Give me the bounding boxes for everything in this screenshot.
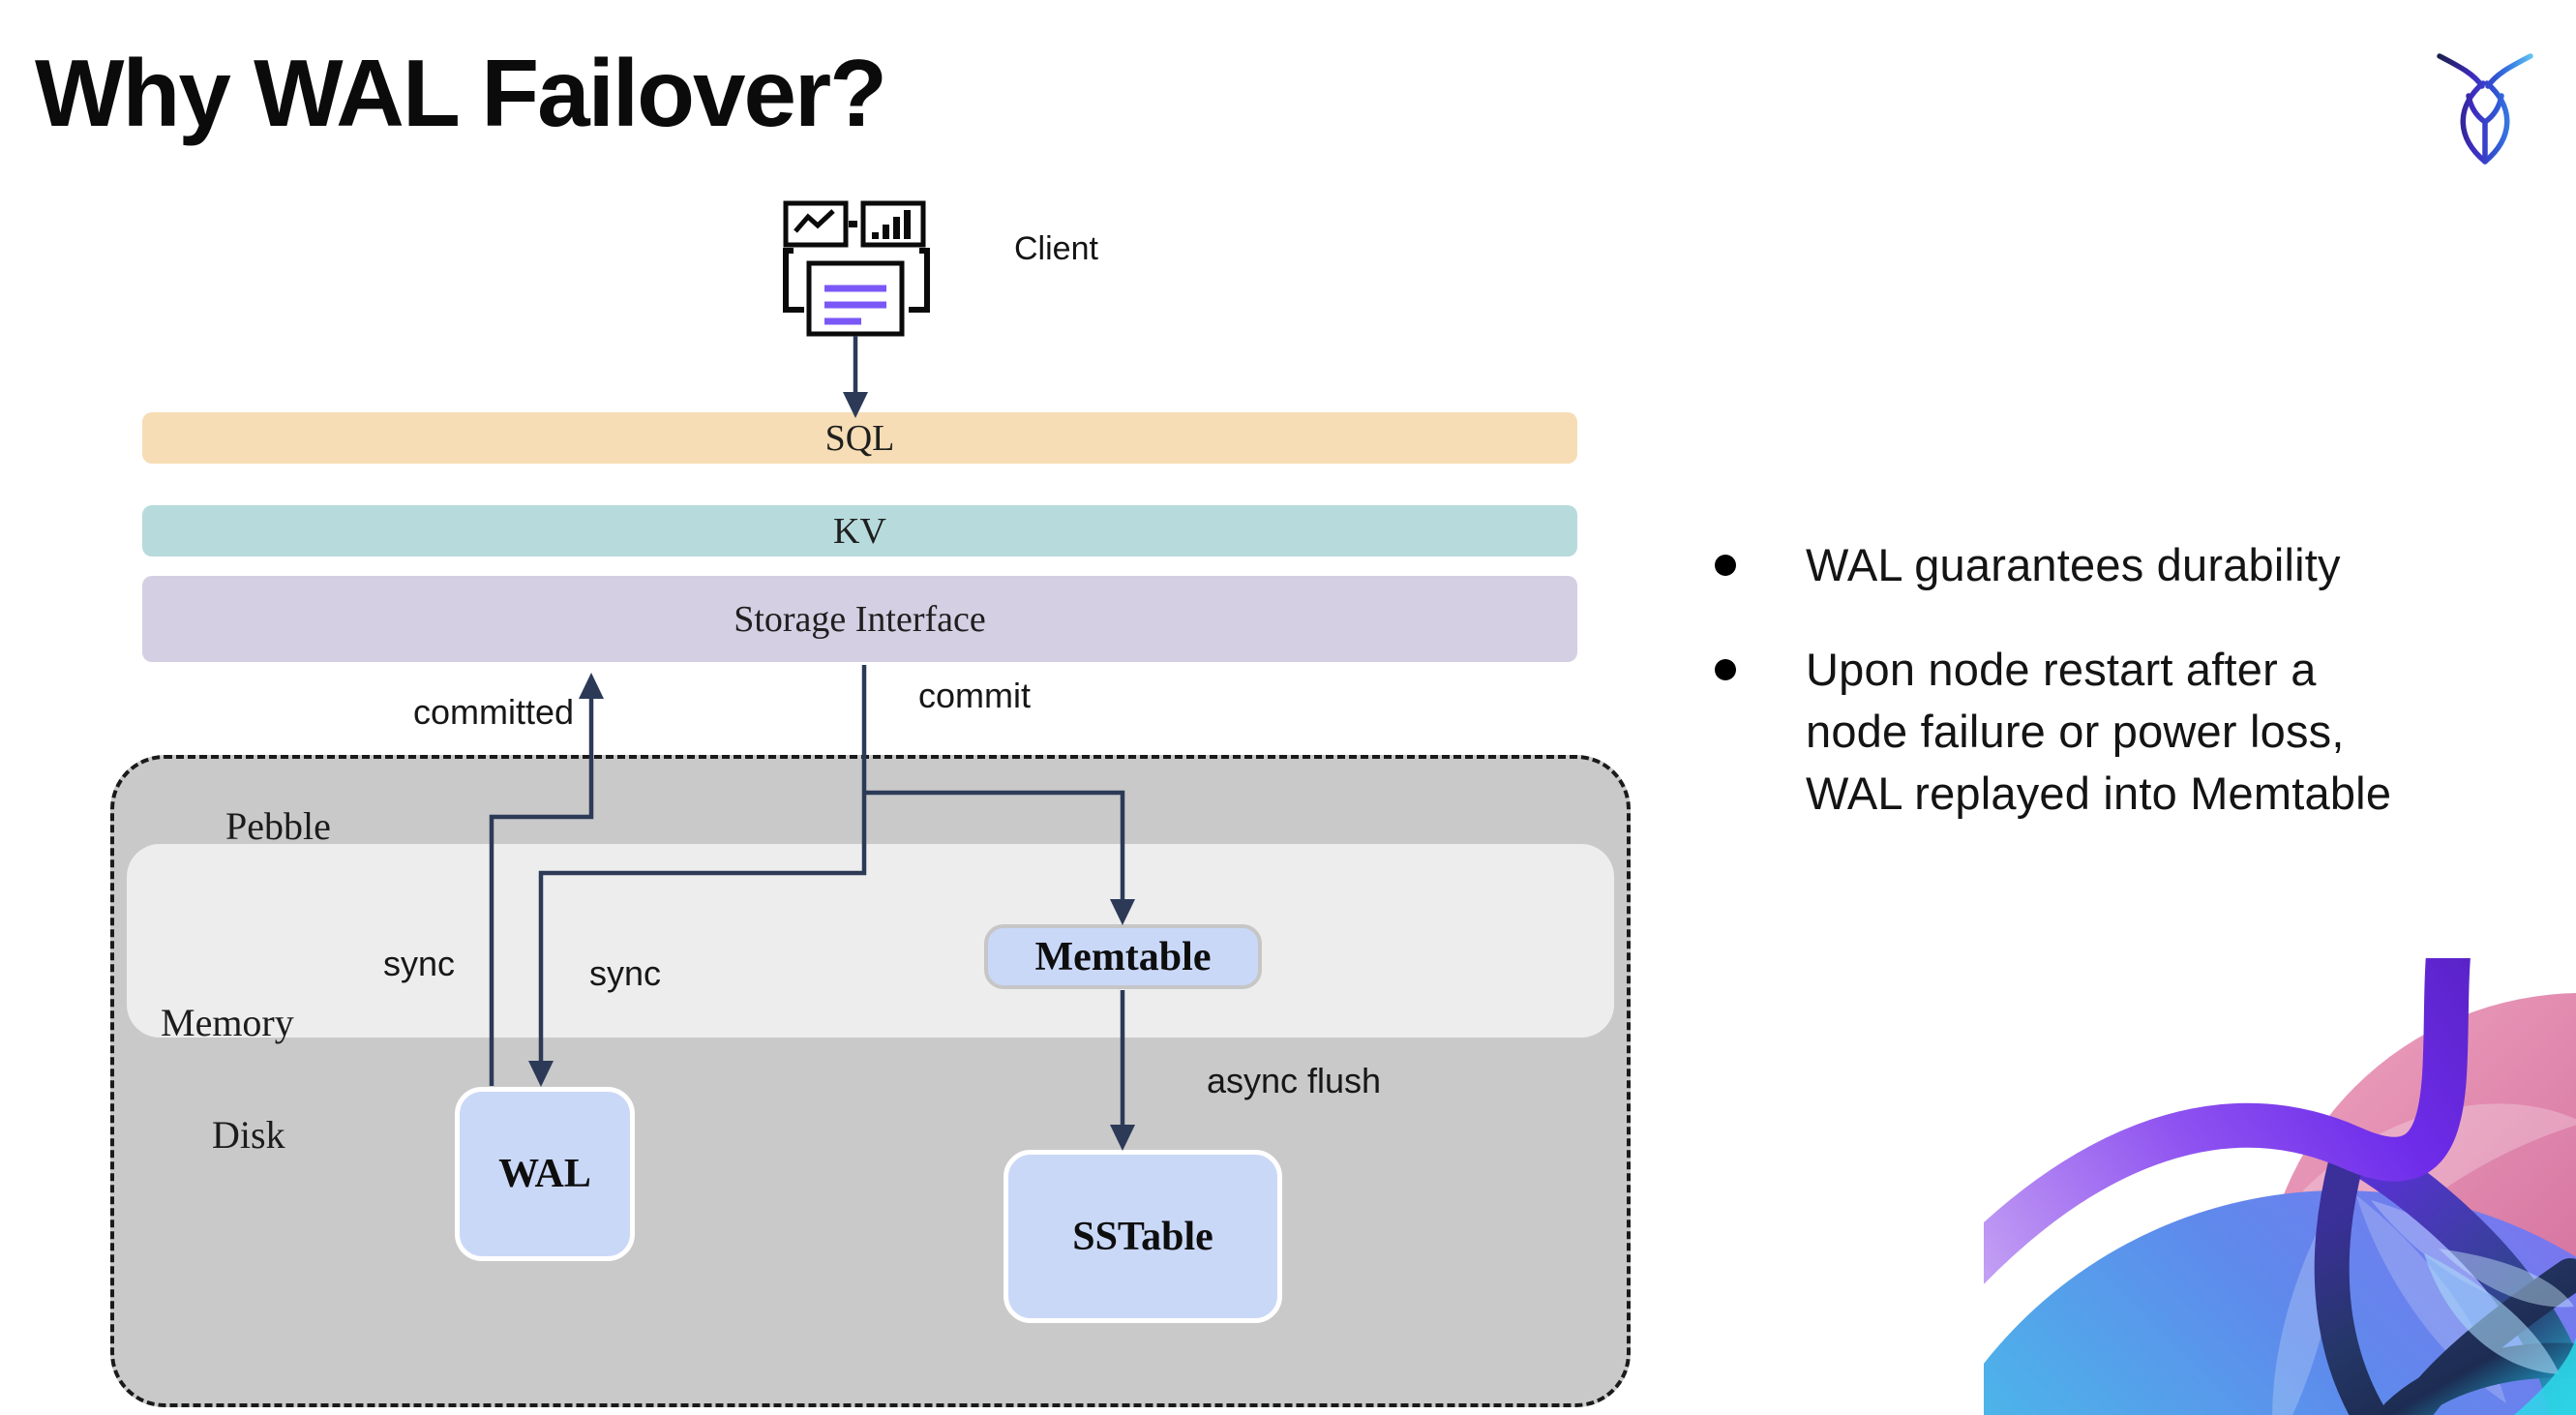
wal-box: WAL bbox=[455, 1087, 635, 1261]
bullet-dot-icon bbox=[1715, 659, 1736, 680]
roach-leaf-strokes bbox=[2314, 1146, 2576, 1415]
sstable-box-label: SSTable bbox=[1072, 1214, 1213, 1259]
async-flush-edge-label: async flush bbox=[1206, 1061, 1382, 1100]
brand-art-decoration bbox=[1984, 958, 2576, 1415]
wal-box-label: WAL bbox=[498, 1152, 591, 1196]
bullet-text: Upon node restart after a node failure o… bbox=[1806, 639, 2391, 825]
sync-right-edge-label: sync bbox=[588, 953, 662, 993]
sql-layer-label: SQL bbox=[824, 417, 895, 459]
bullet-line: WAL replayed into Memtable bbox=[1806, 768, 2392, 819]
bullet-item: WAL guarantees durability bbox=[1715, 534, 2557, 596]
storage-interface-layer-bar: Storage Interface bbox=[142, 576, 1577, 662]
bullet-dot-icon bbox=[1715, 555, 1736, 576]
slide-title: Why WAL Failover? bbox=[35, 40, 887, 146]
bullet-list: WAL guarantees durability Upon node rest… bbox=[1715, 534, 2557, 867]
memory-band bbox=[127, 844, 1614, 1038]
disk-label: Disk bbox=[212, 1113, 285, 1157]
bullet-text: WAL guarantees durability bbox=[1806, 534, 2341, 596]
memory-label: Memory bbox=[161, 1001, 294, 1044]
storage-interface-layer-label: Storage Interface bbox=[734, 598, 986, 640]
commit-edge-label: commit bbox=[918, 676, 1031, 715]
roach-band-right bbox=[2340, 1129, 2576, 1415]
sstable-box: SSTable bbox=[1003, 1150, 1282, 1323]
pink-sphere bbox=[2261, 993, 2576, 1415]
roach-band-left bbox=[1984, 958, 2471, 1285]
sync-left-edge-label: sync bbox=[382, 944, 456, 983]
kv-layer-bar: KV bbox=[142, 505, 1577, 557]
pebble-label: Pebble bbox=[225, 804, 331, 848]
arrowhead-into-storage-interface bbox=[579, 673, 604, 699]
blue-sphere bbox=[1984, 1190, 2576, 1415]
bullet-item: Upon node restart after a node failure o… bbox=[1715, 639, 2557, 825]
sql-layer-bar: SQL bbox=[142, 412, 1577, 464]
kv-layer-label: KV bbox=[833, 510, 886, 552]
memtable-box-label: Memtable bbox=[1034, 934, 1212, 979]
committed-edge-label: committed bbox=[412, 692, 575, 732]
bullet-line: Upon node restart after a bbox=[1806, 644, 2317, 695]
memtable-box: Memtable bbox=[984, 924, 1262, 989]
client-workstation-icon bbox=[783, 200, 930, 337]
cockroachdb-logo-icon bbox=[2437, 53, 2533, 165]
client-label: Client bbox=[1014, 230, 1098, 267]
bullet-line: WAL guarantees durability bbox=[1806, 539, 2341, 590]
bullet-line: node failure or power loss, bbox=[1806, 706, 2345, 757]
